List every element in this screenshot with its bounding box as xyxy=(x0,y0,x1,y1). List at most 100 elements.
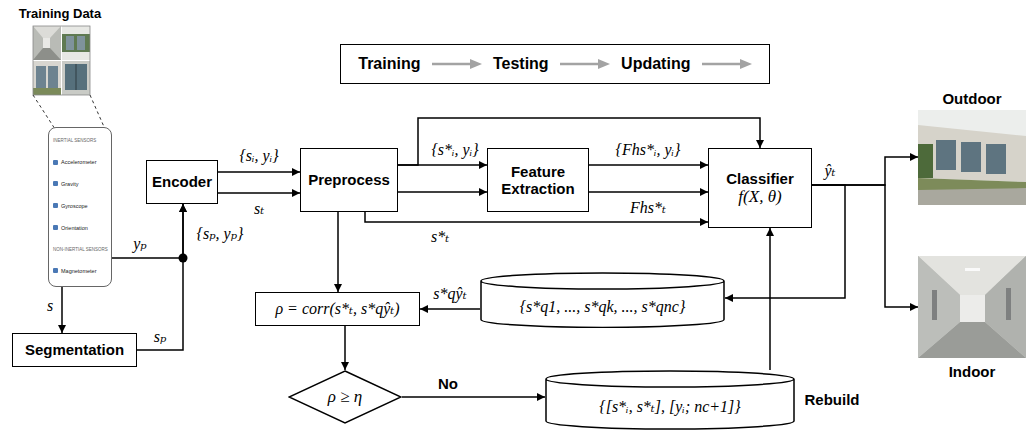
indoor-picture-part xyxy=(918,256,960,358)
training-collage-part xyxy=(48,66,58,90)
output-image: Outdoor xyxy=(918,90,1026,205)
flow-arrow xyxy=(812,157,918,185)
training-collage-part xyxy=(43,38,50,48)
training-collage-part xyxy=(36,66,46,90)
sensor-group: NON-INERTIAL SENSORS xyxy=(53,247,108,252)
box-label: Classifier xyxy=(726,170,794,187)
math-label: {s*q1, ..., s*qk, ..., s*qnc} xyxy=(520,298,686,316)
stage-arrow xyxy=(560,57,610,71)
math-label: ρ ≥ η xyxy=(328,387,362,407)
signal-label: {sₚ, yₚ} xyxy=(195,225,246,243)
box-label: Preprocess xyxy=(308,171,390,188)
edge-label: yₚ xyxy=(131,235,149,253)
sensor-name: Accelerometer xyxy=(53,159,96,165)
flow-arrow xyxy=(420,308,480,310)
outdoor-picture-part xyxy=(918,178,1026,205)
image-caption: Indoor xyxy=(949,363,996,380)
edge-label: Rebuild xyxy=(803,391,862,408)
indoor-picture-part xyxy=(932,290,937,320)
edge-label: {sᵢ, yᵢ} xyxy=(237,147,280,165)
training-collage-part xyxy=(33,26,90,95)
zoom-leader-part xyxy=(90,95,105,129)
arrow-head xyxy=(470,59,482,69)
indoor-picture-part xyxy=(918,256,1026,358)
figure-label: Training Data xyxy=(17,7,103,22)
training-collage-part xyxy=(65,64,87,90)
indoor-picture xyxy=(918,256,1026,358)
query-database: {s*q1, ..., s*qk, ..., s*qnc} xyxy=(480,272,725,328)
edge-label: {Fhs*ᵢ, yᵢ} xyxy=(614,141,683,159)
flow-arrow xyxy=(344,326,346,370)
edge-label: sₜ xyxy=(252,200,266,218)
flow-arrow xyxy=(398,191,487,193)
arrow-shaft xyxy=(432,63,472,66)
training-collage-part xyxy=(66,36,74,50)
sensor-name: Magnetometer xyxy=(53,268,96,274)
outdoor-picture-part xyxy=(918,188,1026,205)
flow-arrow xyxy=(769,228,771,370)
flow-arrow xyxy=(218,171,300,173)
outdoor-picture xyxy=(918,110,1026,205)
database-shape xyxy=(546,371,794,429)
outdoor-picture-part xyxy=(918,110,1026,205)
flow-arrow xyxy=(589,191,708,193)
box-label: Encoder xyxy=(152,173,212,190)
indoor-picture-part xyxy=(965,268,980,271)
edge-label: sₚ xyxy=(152,328,169,346)
stage-arrow xyxy=(432,57,482,71)
training-collage-part xyxy=(62,61,90,95)
connector-group xyxy=(62,118,918,397)
stage-legend: TrainingTestingUpdating xyxy=(340,44,770,84)
math-label: ρ = corr(s*ₜ, s*qŷₜ) xyxy=(275,300,399,318)
edge-label: No xyxy=(436,375,460,392)
outdoor-picture-part xyxy=(961,142,981,172)
classifier-box: Classifierf(X, θ) xyxy=(708,148,812,228)
outdoor-picture-part xyxy=(918,125,1026,182)
arrow-shaft xyxy=(702,63,742,66)
box-label: Segmentation xyxy=(25,341,124,358)
correlation-box: ρ = corr(s*ₜ, s*qŷₜ) xyxy=(255,292,420,326)
zoom-leader xyxy=(33,95,105,129)
outdoor-picture-part xyxy=(918,144,933,178)
flow-arrow xyxy=(137,204,183,350)
indoor-picture-part xyxy=(960,295,985,322)
image-caption: Outdoor xyxy=(942,90,1001,107)
training-collage-part xyxy=(33,48,61,60)
sensor-name: Gravity xyxy=(53,181,78,187)
sensor-name: Gyroscope xyxy=(53,203,88,209)
flow-arrow xyxy=(402,396,545,398)
output-image: Indoor xyxy=(918,256,1026,380)
indoor-picture-part xyxy=(1006,288,1011,320)
flow-arrow xyxy=(112,204,183,258)
arrow-shaft xyxy=(560,63,600,66)
zoom-leader-part xyxy=(33,95,55,129)
stage-arrow xyxy=(702,57,752,71)
segmentation-box: Segmentation xyxy=(12,333,137,367)
training-collage-part xyxy=(33,26,61,38)
edge-label: {s*ᵢ, yᵢ} xyxy=(429,141,480,159)
phone-screen: INERTIAL SENSORS AccelerometerGravityGyro… xyxy=(48,127,112,287)
arrow-head xyxy=(740,59,752,69)
preprocess-box: Preprocess xyxy=(300,148,398,212)
sensor-group: INERTIAL SENSORS xyxy=(53,138,96,143)
function-label: f(X, θ) xyxy=(738,187,781,207)
training-collage-part xyxy=(33,88,61,95)
stage-name: Testing xyxy=(493,55,549,73)
indoor-picture-part xyxy=(985,256,1026,358)
signal-label: ŷₜ xyxy=(822,162,837,180)
feature-box: Feature Extraction xyxy=(487,148,589,212)
edge-label: s*ₜ xyxy=(429,228,451,246)
math-label: {[s*ᵢ, s*ₜ], [yᵢ; nc+1]} xyxy=(599,398,741,416)
flow-arrow xyxy=(61,287,63,333)
flow-arrow xyxy=(589,164,708,166)
flow-arrow xyxy=(337,212,339,292)
stage-name: Training xyxy=(358,55,420,73)
training-collage-part xyxy=(62,26,90,60)
edge-label: s*qŷₜ xyxy=(431,285,468,303)
flow-arrow xyxy=(812,185,918,307)
update-database: {[s*ᵢ, s*ₜ], [yᵢ; nc+1]} xyxy=(545,370,795,430)
edge-label: Fhs*ₜ xyxy=(628,199,668,217)
database-shape xyxy=(481,273,724,327)
training-collage-part xyxy=(62,34,90,52)
